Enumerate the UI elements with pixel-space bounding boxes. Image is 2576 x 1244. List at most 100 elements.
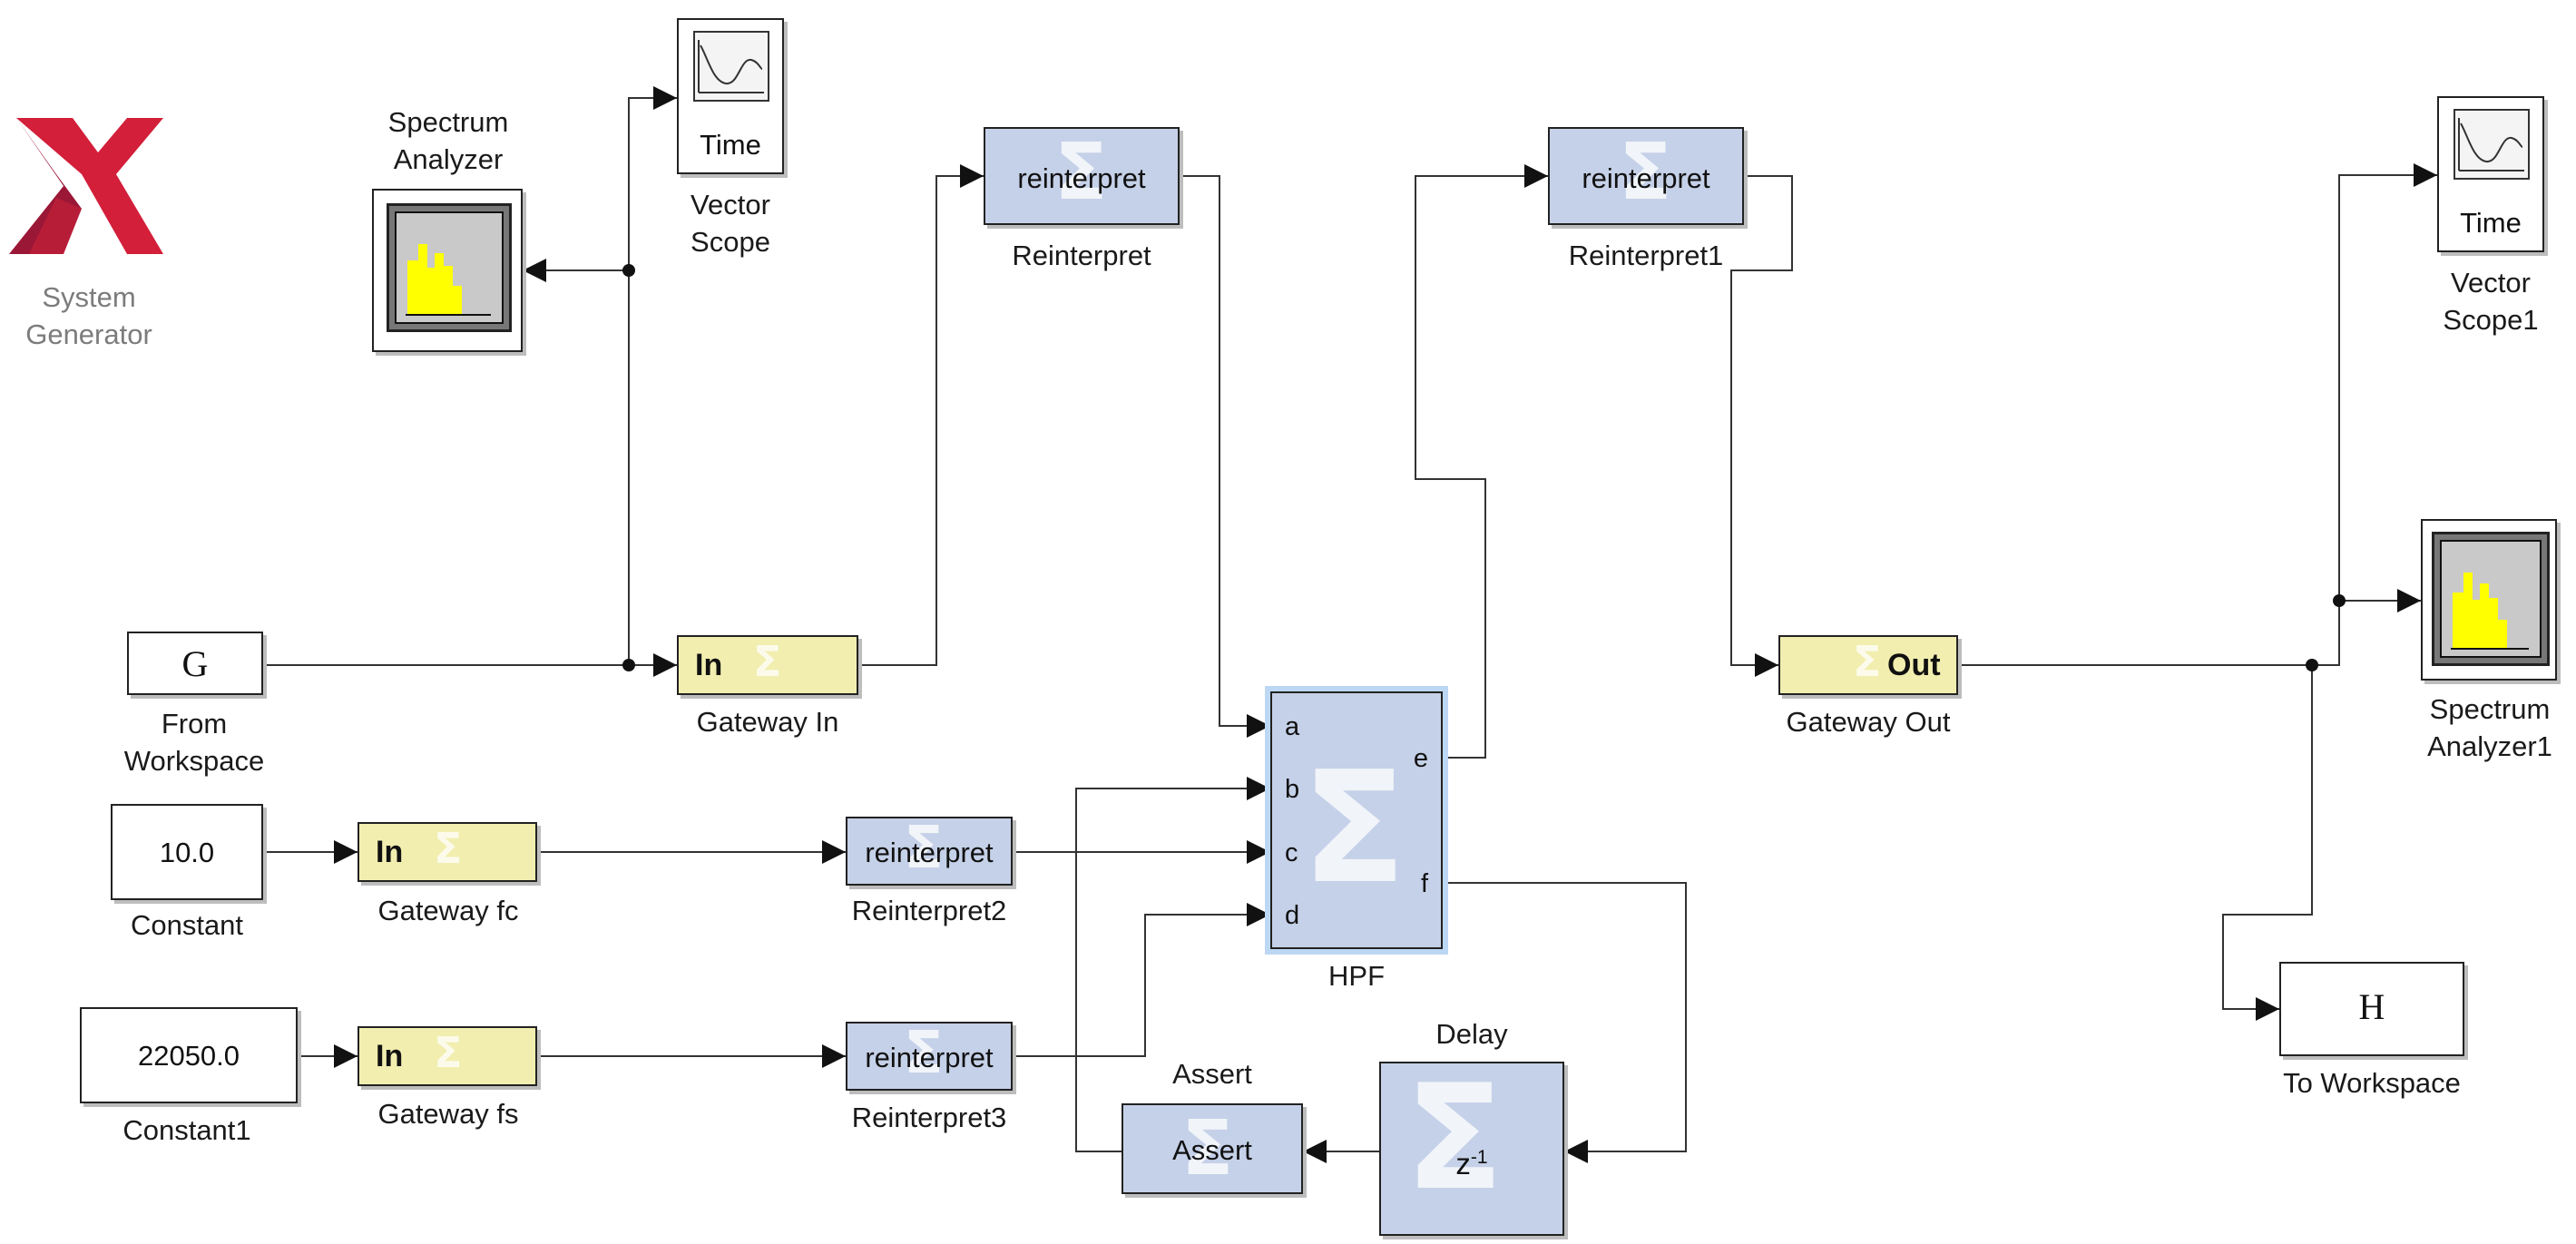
xilinx-watermark-icon: Σ bbox=[904, 1020, 944, 1087]
junction-dot bbox=[622, 659, 635, 671]
constant-label: Constant bbox=[130, 909, 244, 941]
label-line: Spectrum bbox=[387, 106, 509, 138]
wire-reinterpret1-to-gateway-out bbox=[1730, 175, 1793, 677]
junction-dot bbox=[622, 264, 635, 277]
label-line: Analyzer1 bbox=[2427, 730, 2552, 762]
spectrum-screen bbox=[395, 211, 504, 324]
wire-hpf-f-to-delay bbox=[1443, 882, 1687, 1163]
vector-scope-block[interactable]: Time bbox=[677, 18, 784, 174]
gateway-fs-label: Gateway fs bbox=[377, 1098, 519, 1130]
from-workspace-text: G bbox=[181, 643, 209, 684]
xilinx-watermark-icon: Σ bbox=[434, 1028, 463, 1077]
vector-scope1-label: Vector Scope1 bbox=[2443, 265, 2538, 339]
spectrum-bars-icon bbox=[2451, 573, 2529, 650]
gateway-in-block[interactable]: In Σ bbox=[677, 635, 858, 695]
wire-gateway-in-to-reinterpret bbox=[858, 164, 984, 666]
spectrum-analyzer1-label: Spectrum Analyzer1 bbox=[2427, 691, 2552, 766]
scope-wave-icon bbox=[2458, 118, 2524, 171]
gateway-out-text: Out bbox=[1887, 648, 1941, 682]
hpf-block[interactable]: Σ a b c d e f bbox=[1265, 686, 1448, 955]
logo-line2: Generator bbox=[25, 318, 152, 350]
constant1-value: 22050.0 bbox=[137, 1040, 240, 1072]
logo-line1: System bbox=[42, 281, 136, 313]
constant-value: 10.0 bbox=[159, 837, 215, 868]
delay-exponent: -1 bbox=[1470, 1147, 1488, 1168]
assert-block[interactable]: Σ Assert bbox=[1121, 1103, 1303, 1194]
scope-screen bbox=[2454, 109, 2530, 180]
constant-block[interactable]: 10.0 bbox=[111, 804, 263, 900]
gateway-fs-block[interactable]: In Σ bbox=[358, 1026, 537, 1086]
to-workspace-block[interactable]: H bbox=[2279, 962, 2464, 1056]
spectrum-display bbox=[2432, 532, 2550, 666]
reinterpret1-block[interactable]: Σ reinterpret bbox=[1548, 127, 1744, 225]
to-workspace-text: H bbox=[2358, 986, 2385, 1027]
xilinx-watermark-icon: Σ bbox=[1619, 127, 1672, 218]
scope-screen bbox=[693, 31, 769, 102]
delay-block[interactable]: Σ z-1 bbox=[1379, 1062, 1564, 1236]
hpf-port-f: f bbox=[1420, 869, 1428, 898]
wire-hpf-e-to-reinterpret1 bbox=[1415, 164, 1548, 759]
label-line: Analyzer bbox=[393, 142, 504, 175]
reinterpret2-block[interactable]: Σ reinterpret bbox=[846, 815, 1013, 886]
assert-text: Assert bbox=[1172, 1134, 1252, 1166]
hpf-port-b: b bbox=[1285, 775, 1300, 804]
scope-wave-icon bbox=[698, 40, 764, 93]
wire-assert-to-hpf-b bbox=[1075, 777, 1270, 1152]
constant1-block[interactable]: 22050.0 bbox=[80, 1007, 298, 1103]
xilinx-watermark-icon: Σ bbox=[1181, 1103, 1234, 1192]
gateway-fc-label: Gateway fc bbox=[377, 895, 519, 926]
gateway-in-label: Gateway In bbox=[696, 706, 839, 738]
hpf-port-a: a bbox=[1285, 712, 1300, 741]
label-line: Vector bbox=[691, 189, 770, 220]
label-line: Vector bbox=[2451, 267, 2531, 299]
delay-z: z bbox=[1455, 1147, 1471, 1180]
hpf-port-e: e bbox=[1413, 744, 1428, 773]
reinterpret-text: reinterpret bbox=[1017, 162, 1146, 194]
spectrum-analyzer1-block[interactable] bbox=[2421, 519, 2557, 681]
label-line: From bbox=[161, 708, 228, 740]
reinterpret2-text: reinterpret bbox=[865, 837, 994, 868]
constant1-label: Constant1 bbox=[122, 1114, 251, 1146]
xilinx-watermark-icon: Σ bbox=[1405, 1053, 1504, 1222]
gateway-fc-block[interactable]: In Σ bbox=[358, 822, 537, 882]
from-workspace-label: From Workspace bbox=[124, 706, 265, 780]
label-line: Spectrum bbox=[2429, 693, 2551, 725]
scope-time-text: Time bbox=[700, 129, 761, 161]
hpf-label: HPF bbox=[1328, 960, 1385, 992]
label-line: Scope1 bbox=[2443, 303, 2539, 336]
label-line: Workspace bbox=[123, 744, 265, 777]
xilinx-watermark-icon: Σ bbox=[434, 824, 463, 873]
junction-dot bbox=[2306, 659, 2318, 671]
xilinx-watermark-icon: Σ bbox=[904, 815, 944, 882]
assert-label: Assert bbox=[1172, 1058, 1252, 1090]
delay-label: Delay bbox=[1435, 1018, 1508, 1050]
scope1-time-text: Time bbox=[2460, 207, 2522, 239]
gateway-fc-text: In bbox=[376, 835, 404, 869]
gateway-out-block[interactable]: Σ Out bbox=[1778, 635, 1958, 695]
reinterpret3-text: reinterpret bbox=[865, 1042, 994, 1073]
wire-reinterpret3-to-hpf-d bbox=[1013, 903, 1270, 1057]
xilinx-watermark-icon: Σ bbox=[1301, 739, 1407, 918]
gateway-fs-text: In bbox=[376, 1039, 404, 1073]
reinterpret-block[interactable]: Σ reinterpret bbox=[984, 127, 1180, 225]
junction-dot bbox=[2333, 594, 2346, 607]
hpf-port-c: c bbox=[1285, 838, 1298, 867]
xilinx-watermark-icon: Σ bbox=[1054, 127, 1108, 218]
to-workspace-label: To Workspace bbox=[2283, 1067, 2461, 1099]
delay-text: z-1 bbox=[1381, 1147, 1562, 1181]
from-workspace-block[interactable]: G bbox=[127, 632, 263, 695]
spectrum-display bbox=[387, 203, 512, 332]
spectrum-analyzer-block[interactable] bbox=[372, 189, 523, 352]
vector-scope1-block[interactable]: Time bbox=[2437, 96, 2544, 252]
wire-to-vector-scope1 bbox=[2312, 163, 2437, 666]
reinterpret2-label: Reinterpret2 bbox=[851, 895, 1007, 926]
reinterpret3-block[interactable]: Σ reinterpret bbox=[846, 1020, 1013, 1091]
reinterpret-label: Reinterpret bbox=[1012, 240, 1151, 271]
logo-caption: System Generator bbox=[25, 279, 152, 354]
vector-scope-label: Vector Scope bbox=[691, 187, 770, 261]
label-line: Scope bbox=[691, 225, 770, 258]
gateway-in-text: In bbox=[695, 648, 723, 682]
spectrum-screen bbox=[2440, 540, 2542, 658]
xilinx-logo-icon bbox=[9, 118, 163, 254]
